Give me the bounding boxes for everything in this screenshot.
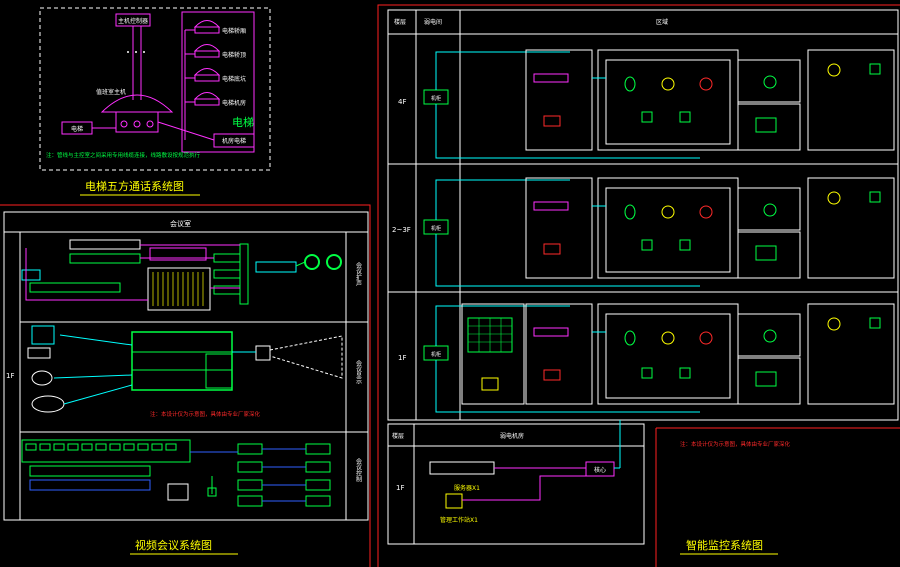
lift-label: 电梯 bbox=[232, 116, 254, 129]
console-label: 电梯 bbox=[71, 125, 83, 133]
weak-box-1f: 机柜 bbox=[431, 351, 441, 358]
surv-col-area: 区域 bbox=[656, 18, 668, 26]
conf-side-label-2: 会议显示 bbox=[355, 359, 362, 384]
phone-label-1: 电梯轿厢 bbox=[222, 27, 246, 35]
speaker-right bbox=[326, 254, 342, 270]
elevator-intercom-diagram: 主机控制器 电梯轿厢 电梯轿顶 电梯底坑 电梯机房 电梯 bbox=[39, 7, 271, 196]
surv-floor-2: 2~3F bbox=[392, 226, 411, 234]
surv-col-weak: 弱电间 bbox=[424, 18, 442, 26]
surv-floor-3: 1F bbox=[398, 354, 406, 362]
touch-panel bbox=[167, 483, 189, 501]
conf-display-section: 注：本设计仅为示意图，具体由专业厂家深化 bbox=[27, 325, 343, 418]
core-label: 核心 bbox=[594, 466, 606, 474]
phone-label-2: 电梯轿顶 bbox=[222, 51, 246, 59]
elevator-title: 电梯五方通话系统图 bbox=[85, 179, 184, 193]
surv-row-1f: 机柜 bbox=[423, 303, 895, 413]
phone-label-4: 电梯机房 bbox=[222, 99, 246, 107]
surv-outer-frame bbox=[387, 9, 899, 421]
mr-floor: 1F bbox=[396, 484, 404, 492]
surv-floor-1: 4F bbox=[398, 98, 406, 106]
surv-machine-room: 楼层 弱电机房 1F 服务器X1 核心 管理工作站X1 bbox=[387, 420, 645, 545]
server-label: 服务器X1 bbox=[454, 484, 480, 492]
conf-note: 注：本设计仅为示意图，具体由专业厂家深化 bbox=[150, 410, 261, 418]
projector bbox=[255, 345, 271, 361]
core-switch bbox=[585, 461, 615, 477]
workstation-label: 管理工作站X1 bbox=[440, 516, 478, 524]
surv-title: 智能监控系统图 bbox=[686, 538, 763, 552]
elevator-dashed-frame bbox=[39, 7, 271, 171]
phone-label-3: 电梯底坑 bbox=[222, 75, 246, 83]
nvr-server bbox=[429, 461, 495, 475]
conf-outer-frame bbox=[3, 211, 369, 521]
riser-dots bbox=[127, 51, 145, 53]
host-label: 值班室主机 bbox=[96, 88, 126, 96]
lift-shaft-box bbox=[181, 11, 255, 153]
main-controller-label: 主机控制器 bbox=[118, 17, 148, 25]
machine-room-box bbox=[213, 133, 255, 148]
conf-floor: 1F bbox=[6, 372, 14, 380]
conf-audio-section bbox=[21, 239, 342, 311]
machine-room-label: 机房电梯 bbox=[222, 137, 246, 145]
sheet-frames bbox=[0, 4, 900, 567]
audio-mixer bbox=[147, 267, 211, 311]
mr-floor-header: 楼层 bbox=[392, 432, 404, 440]
conf-room-title: 会议室 bbox=[170, 219, 191, 228]
surv-row-2-3f: 机柜 bbox=[423, 177, 895, 287]
surv-note: 注：本设计仅为示意图，具体由专业厂家深化 bbox=[680, 440, 791, 448]
surv-col-floor: 楼层 bbox=[394, 18, 406, 26]
weak-box-4f: 机柜 bbox=[431, 95, 441, 102]
surveillance-diagram: 楼层 弱电间 区域 4F 2~3F 1F 机柜 bbox=[387, 9, 900, 567]
conf-control-section bbox=[21, 439, 331, 507]
conf-title: 视频会议系统图 bbox=[135, 538, 212, 552]
video-conference-diagram: 会议室 1F 会议扩声 会议显示 会议控制 bbox=[3, 211, 369, 555]
weak-box-2-3f: 机柜 bbox=[431, 225, 441, 232]
speaker-left bbox=[304, 254, 320, 270]
phone-stack: 电梯轿厢 电梯轿顶 电梯底坑 电梯机房 bbox=[184, 20, 246, 140]
host-console bbox=[100, 94, 174, 133]
video-codec-box bbox=[131, 331, 233, 391]
mr-room-header: 弱电机房 bbox=[500, 432, 524, 440]
conf-side-label-3: 会议控制 bbox=[355, 457, 362, 483]
elevator-note: 注：管线与主控室之间采用专用线缆连接，线路敷设按规范执行 bbox=[46, 151, 201, 159]
conf-side-label-1: 会议扩声 bbox=[355, 261, 362, 287]
workstation bbox=[445, 493, 463, 509]
surv-row-4f: 机柜 bbox=[423, 49, 895, 159]
